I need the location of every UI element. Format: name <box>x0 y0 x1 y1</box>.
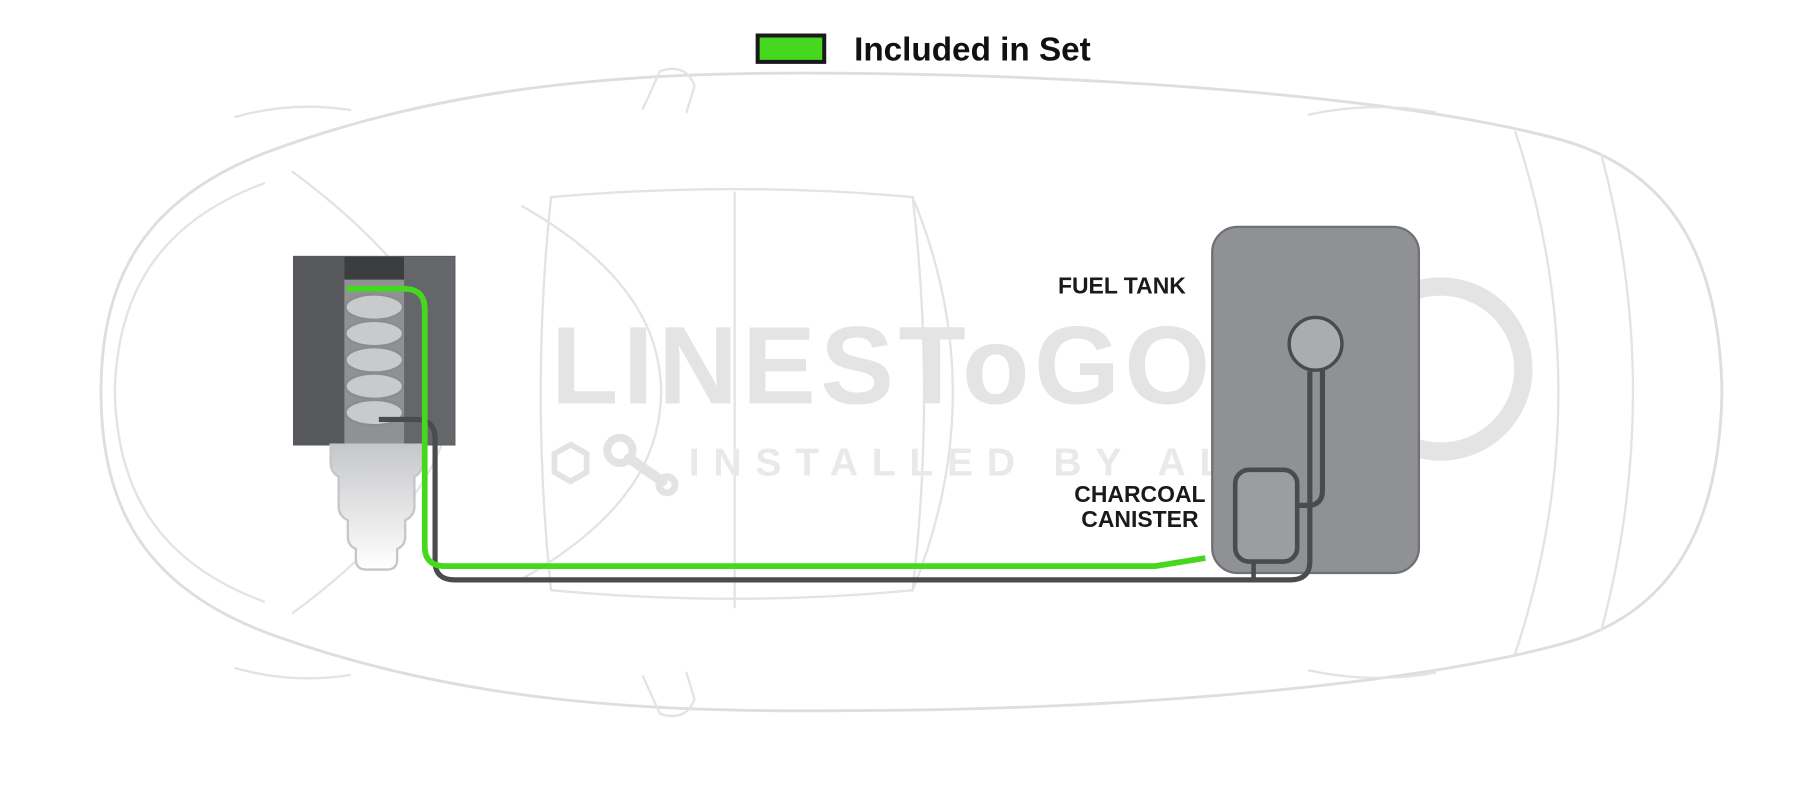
return-line <box>378 371 1313 583</box>
legend-label: Included in Set <box>854 32 1091 69</box>
charcoal-canister-label-line2: CANISTER <box>1081 506 1199 532</box>
watermark-brand-text: LINESToGO <box>551 304 1215 427</box>
fuel-tank-label: FUEL TANK <box>1058 272 1186 298</box>
car-body-outline <box>99 67 1724 718</box>
engine-block <box>293 255 456 571</box>
transmission <box>329 443 424 571</box>
fuel-pump <box>1287 315 1344 372</box>
charcoal-canister <box>1232 467 1300 564</box>
watermark-tagline-text: INSTALLED BY AL <box>689 442 1237 485</box>
wrench-icon <box>603 433 679 497</box>
legend-swatch <box>755 33 827 64</box>
engine-right-bank <box>404 256 455 445</box>
nut-icon <box>551 441 590 485</box>
engine-left-bank <box>293 256 345 445</box>
vapor-line <box>1294 370 1326 508</box>
fuel-tank-assembly <box>346 225 1421 583</box>
part-labels: FUEL TANK CHARCOAL CANISTER <box>1058 272 1206 532</box>
engine-cap <box>344 256 405 280</box>
legend: Included in Set <box>755 32 1091 69</box>
charcoal-canister-label-line1: CHARCOAL <box>1074 481 1205 507</box>
engine-coil <box>344 293 405 427</box>
included-fuel-line <box>346 285 1206 569</box>
